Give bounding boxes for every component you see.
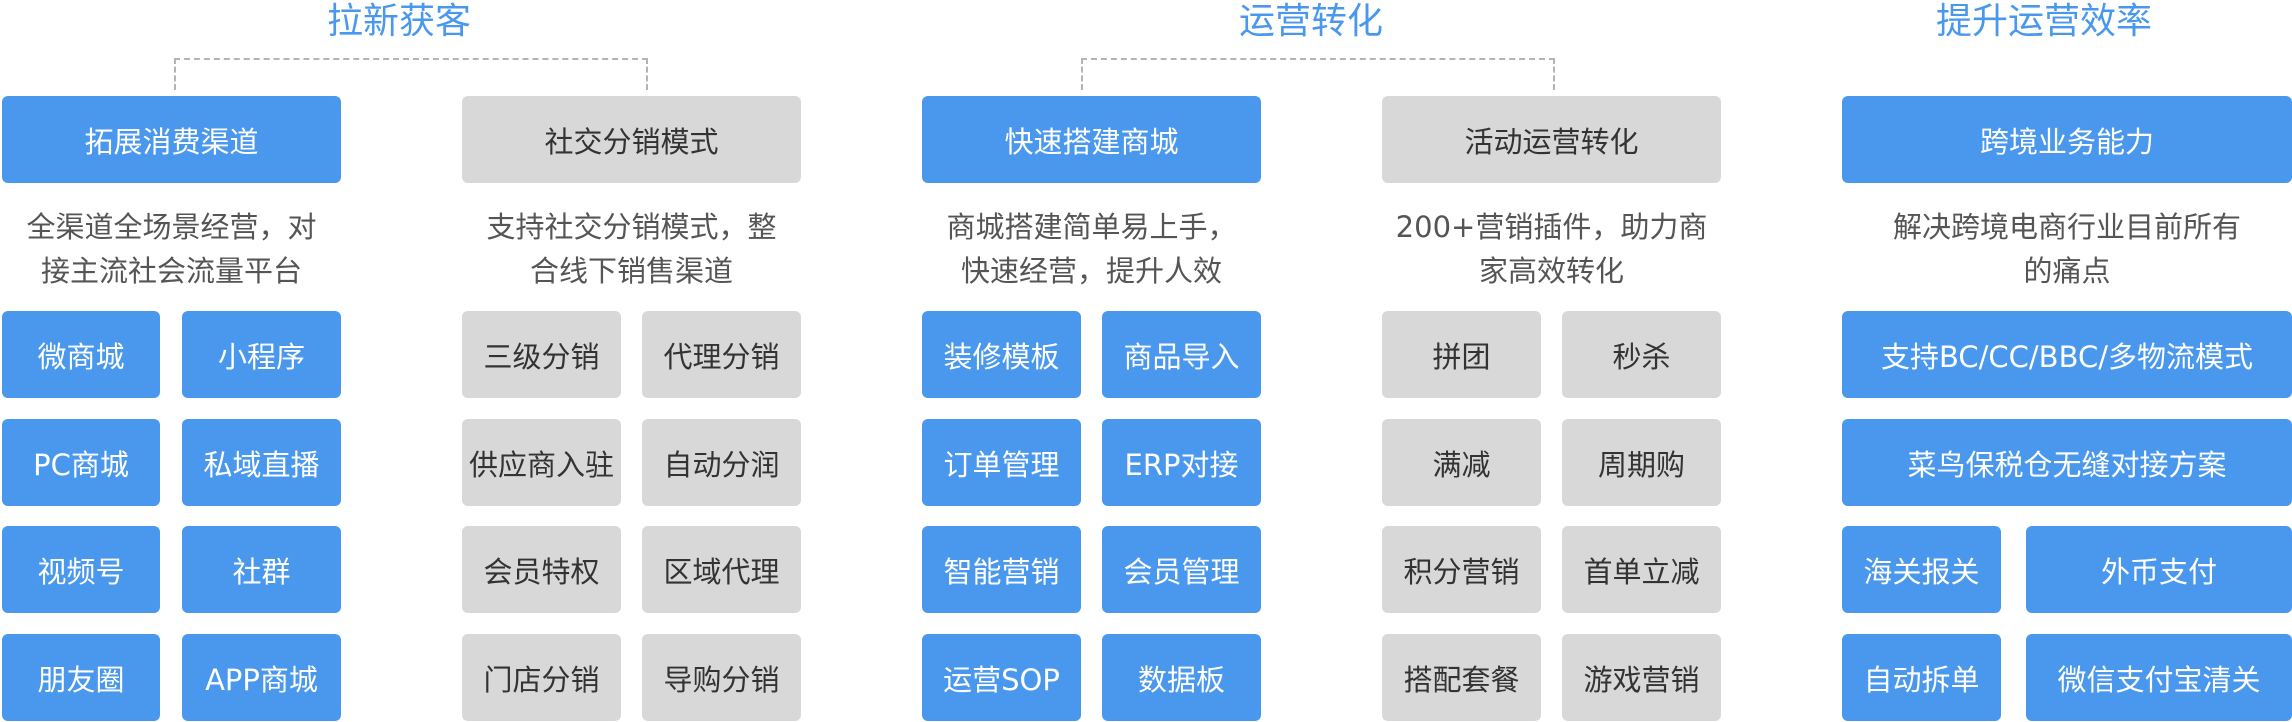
- desc-mall: 商城搭建简单易上手， 快速经营，提升人效: [922, 205, 1261, 293]
- desc-channels-line-1: 全渠道全场景经营，对: [26, 210, 317, 244]
- item-cainiao-bonded[interactable]: 菜鸟保税仓无缝对接方案: [1842, 419, 2292, 506]
- desc-activity: 200+营销插件，助力商 家高效转化: [1382, 205, 1721, 293]
- section-title-efficiency: 提升运营效率: [1935, 1, 2152, 42]
- item-regional-agent[interactable]: 区域代理: [642, 526, 801, 613]
- item-guide-dist[interactable]: 导购分销: [642, 634, 801, 721]
- header-social[interactable]: 社交分销模式: [462, 96, 801, 183]
- item-member-privilege[interactable]: 会员特权: [462, 526, 621, 613]
- item-pc-mall[interactable]: PC商城: [2, 419, 160, 506]
- item-private-live[interactable]: 私域直播: [182, 419, 341, 506]
- ops-bracket-connector: [1081, 58, 1555, 90]
- item-auto-share[interactable]: 自动分润: [642, 419, 801, 506]
- desc-mall-line-1: 商城搭建简单易上手，: [946, 210, 1237, 244]
- item-bundle[interactable]: 搭配套餐: [1382, 634, 1541, 721]
- item-decor-template[interactable]: 装修模板: [922, 311, 1081, 398]
- item-supplier[interactable]: 供应商入驻: [462, 419, 621, 506]
- header-channels[interactable]: 拓展消费渠道: [2, 96, 341, 183]
- desc-crossborder: 解决跨境电商行业目前所有 的痛点: [1842, 205, 2292, 293]
- item-first-order[interactable]: 首单立减: [1562, 526, 1721, 613]
- header-activity[interactable]: 活动运营转化: [1382, 96, 1721, 183]
- item-wechat-mall[interactable]: 微商城: [2, 311, 160, 398]
- desc-social-line-1: 支持社交分销模式，整: [486, 210, 777, 244]
- item-ops-sop[interactable]: 运营SOP: [922, 634, 1081, 721]
- header-mall[interactable]: 快速搭建商城: [922, 96, 1261, 183]
- desc-crossborder-line-1: 解决跨境电商行业目前所有: [1892, 210, 2241, 244]
- item-periodic-buy[interactable]: 周期购: [1562, 419, 1721, 506]
- item-video-channel[interactable]: 视频号: [2, 526, 160, 613]
- desc-channels-line-2: 接主流社会流量平台: [40, 254, 302, 288]
- item-group-buy[interactable]: 拼团: [1382, 311, 1541, 398]
- item-mini-program[interactable]: 小程序: [182, 311, 341, 398]
- item-member-mgmt[interactable]: 会员管理: [1102, 526, 1261, 613]
- item-app-mall[interactable]: APP商城: [182, 634, 341, 721]
- item-agent-dist[interactable]: 代理分销: [642, 311, 801, 398]
- item-customs-declare[interactable]: 海关报关: [1842, 526, 2001, 613]
- item-order-mgmt[interactable]: 订单管理: [922, 419, 1081, 506]
- desc-social-line-2: 合线下销售渠道: [529, 254, 733, 288]
- item-erp[interactable]: ERP对接: [1102, 419, 1261, 506]
- desc-channels: 全渠道全场景经营，对 接主流社会流量平台: [2, 205, 341, 293]
- item-store-dist[interactable]: 门店分销: [462, 634, 621, 721]
- item-discount[interactable]: 满减: [1382, 419, 1541, 506]
- item-smart-marketing[interactable]: 智能营销: [922, 526, 1081, 613]
- item-community[interactable]: 社群: [182, 526, 341, 613]
- desc-mall-line-2: 快速经营，提升人效: [960, 254, 1222, 288]
- desc-social: 支持社交分销模式，整 合线下销售渠道: [462, 205, 801, 293]
- item-flash-sale[interactable]: 秒杀: [1562, 311, 1721, 398]
- item-three-level[interactable]: 三级分销: [462, 311, 621, 398]
- item-game-marketing[interactable]: 游戏营销: [1562, 634, 1721, 721]
- lead-bracket-connector: [174, 58, 648, 90]
- item-wechat-alipay-clear[interactable]: 微信支付宝清关: [2026, 634, 2292, 721]
- item-product-import[interactable]: 商品导入: [1102, 311, 1261, 398]
- desc-activity-line-1: 200+营销插件，助力商: [1395, 210, 1708, 244]
- item-foreign-pay[interactable]: 外币支付: [2026, 526, 2292, 613]
- item-logistics-modes[interactable]: 支持BC/CC/BBC/多物流模式: [1842, 311, 2292, 398]
- section-title-lead: 拉新获客: [326, 1, 471, 42]
- header-crossborder[interactable]: 跨境业务能力: [1842, 96, 2292, 183]
- item-auto-split[interactable]: 自动拆单: [1842, 634, 2001, 721]
- desc-crossborder-line-2: 的痛点: [2023, 254, 2111, 288]
- section-title-ops: 运营转化: [1238, 1, 1383, 42]
- item-data-board[interactable]: 数据板: [1102, 634, 1261, 721]
- item-points-marketing[interactable]: 积分营销: [1382, 526, 1541, 613]
- item-moments[interactable]: 朋友圈: [2, 634, 160, 721]
- desc-activity-line-2: 家高效转化: [1478, 254, 1624, 288]
